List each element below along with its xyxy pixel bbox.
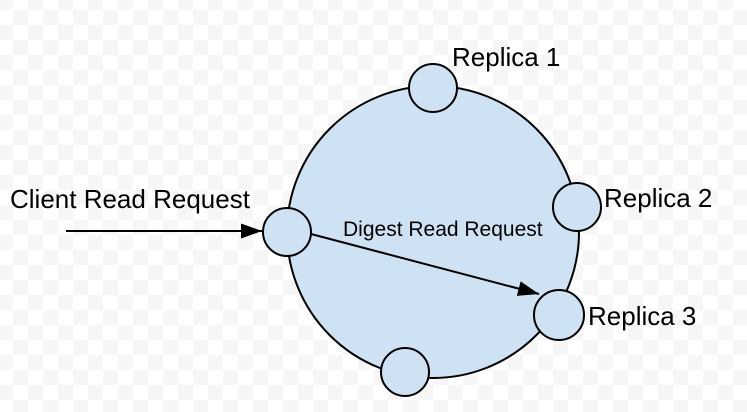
replica-3-node xyxy=(533,289,585,341)
replica-1-label: Replica 1 xyxy=(452,42,560,72)
digest-read-arrow xyxy=(310,233,540,296)
replica-1-node xyxy=(408,63,458,113)
digest-read-request-label: Digest Read Request xyxy=(343,218,543,241)
replica-2-node xyxy=(552,182,602,232)
coordinator-node xyxy=(262,207,312,257)
bottom-node xyxy=(380,347,430,397)
replica-3-label: Replica 3 xyxy=(588,301,696,331)
client-read-request-label: Client Read Request xyxy=(10,184,251,214)
replica-2-label: Replica 2 xyxy=(604,183,712,213)
